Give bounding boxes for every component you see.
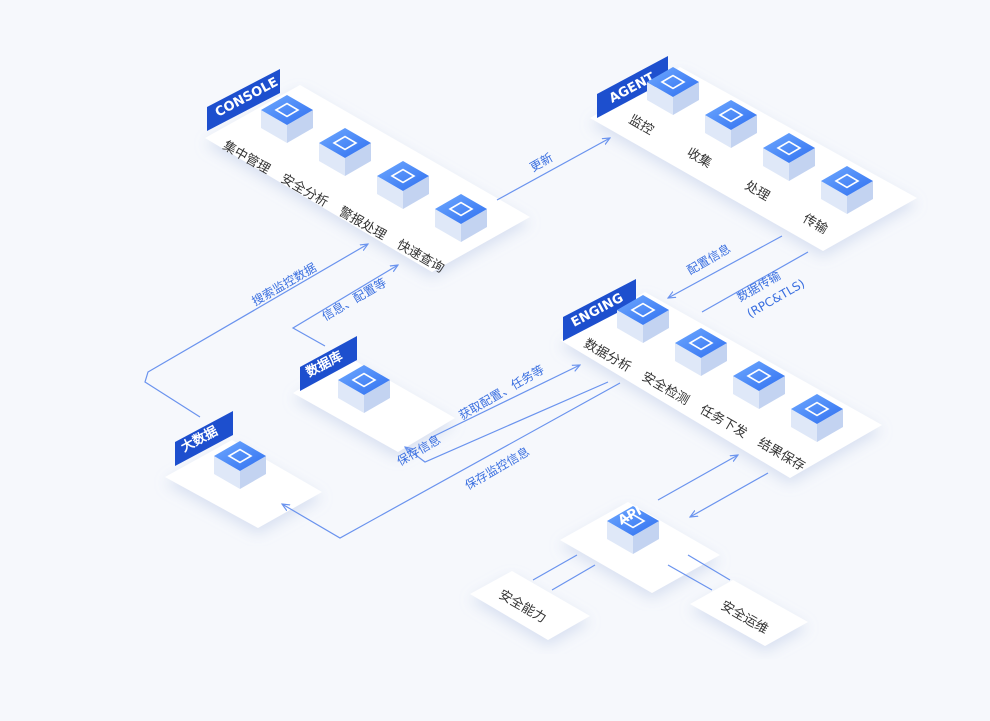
enging-to-api-arrow <box>690 472 769 517</box>
flow-lines <box>144 138 809 591</box>
monitor-icon <box>647 67 699 115</box>
save-icon <box>791 394 843 442</box>
api-to-enging-arrow <box>657 455 738 501</box>
enging-platform <box>560 292 882 478</box>
flow-label-search-monitor: 搜索监控数据 <box>249 260 319 309</box>
gear-icon <box>261 95 313 143</box>
save-info-arrow <box>405 381 609 463</box>
search-icon <box>435 194 487 242</box>
shield-icon <box>675 328 727 376</box>
wrench-icon <box>763 133 815 181</box>
api-icon <box>607 506 659 554</box>
flow-label-config-info: 配置信息 <box>684 241 733 278</box>
output-platform-right <box>690 580 808 646</box>
icon-boxes <box>214 67 873 554</box>
transfer-icon <box>821 166 873 214</box>
output-platform-left <box>470 571 590 640</box>
save-monitor-arrow <box>282 382 621 539</box>
database-icon <box>338 365 390 413</box>
collect-icon <box>705 100 757 148</box>
data-transfer-line <box>701 251 809 313</box>
chart-icon <box>319 128 371 176</box>
analysis-icon <box>617 295 669 343</box>
search-monitor-arrow <box>144 244 368 418</box>
flow-label-info-config: 信息、配置等 <box>319 275 389 324</box>
task-icon <box>733 361 785 409</box>
alarm-icon <box>377 161 429 209</box>
api-to-ops-line-2 <box>687 554 731 581</box>
config-info-arrow <box>668 235 783 298</box>
flow-label-get-config: 获取配置、任务等 <box>456 362 547 423</box>
update-arrow <box>496 138 610 201</box>
api-to-capability-line <box>532 554 578 581</box>
get-config-arrow <box>429 365 580 439</box>
info-config-arrow <box>291 265 398 347</box>
api-to-ops-line <box>667 564 713 591</box>
cubes-icon <box>214 441 266 489</box>
api-to-capability-line-2 <box>551 564 596 591</box>
